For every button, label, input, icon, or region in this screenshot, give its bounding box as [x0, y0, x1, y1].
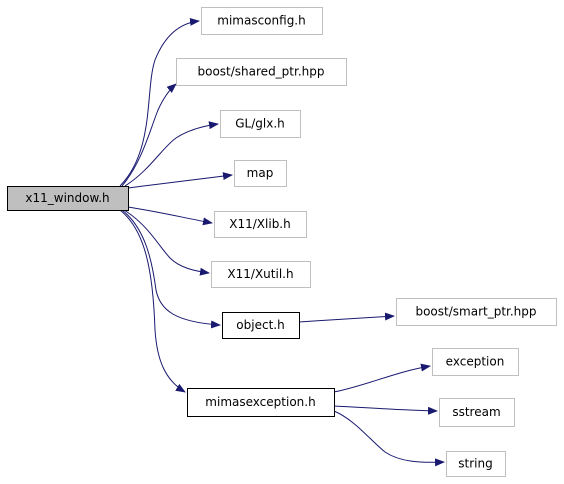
node-label-xlib: X11/Xlib.h — [229, 217, 290, 231]
node-box-sstream — [439, 398, 515, 427]
node-mimasconfig: mimasconfig.h — [201, 7, 323, 35]
edge-mimasexception-to-sstream — [333, 405, 438, 415]
edge-object-to-smart_ptr — [298, 312, 395, 323]
node-box-x11_window — [7, 186, 129, 211]
node-label-smart_ptr: boost/smart_ptr.hpp — [415, 305, 536, 319]
node-label-exception: exception — [446, 355, 505, 369]
node-object[interactable]: object.h — [222, 312, 300, 339]
node-label-xutil: X11/Xutil.h — [227, 267, 293, 281]
node-box-mimasconfig — [201, 7, 323, 35]
node-box-smart_ptr — [396, 298, 557, 326]
node-box-mimasexception — [187, 388, 335, 417]
node-box-object — [222, 312, 300, 339]
edge-x11_window-to-object — [121, 209, 221, 329]
edge-x11_window-to-glx — [124, 121, 219, 187]
node-sstream: sstream — [439, 398, 515, 427]
edge-mimasexception-to-exception — [333, 363, 431, 393]
edge-x11_window-to-map — [127, 172, 233, 189]
edge-x11_window-to-mimasexception — [119, 209, 186, 393]
node-label-shared_ptr: boost/shared_ptr.hpp — [198, 65, 325, 79]
node-shared_ptr: boost/shared_ptr.hpp — [176, 58, 347, 86]
node-glx: GL/glx.h — [220, 110, 301, 138]
node-label-object: object.h — [236, 318, 284, 332]
node-smart_ptr: boost/smart_ptr.hpp — [396, 298, 557, 326]
node-box-string — [446, 451, 506, 477]
node-box-exception — [432, 348, 519, 376]
node-label-mimasexception: mimasexception.h — [205, 395, 315, 409]
node-box-xutil — [211, 261, 311, 288]
node-string: string — [446, 451, 506, 477]
node-map: map — [234, 160, 287, 187]
edge-x11_window-to-xutil — [123, 209, 210, 276]
node-x11_window[interactable]: x11_window.h — [7, 186, 129, 211]
edge-mimasexception-to-string — [333, 410, 445, 467]
node-layer: x11_window.h mimasconfig.h boost/shared_pt… — [7, 7, 557, 477]
node-box-xlib — [214, 211, 307, 238]
node-exception: exception — [432, 348, 519, 376]
node-mimasexception[interactable]: mimasexception.h — [187, 388, 335, 417]
node-label-mimasconfig: mimasconfig.h — [217, 14, 305, 28]
node-xutil: X11/Xutil.h — [211, 261, 311, 288]
node-box-glx — [220, 110, 301, 138]
edge-x11_window-to-mimasconfig — [119, 17, 200, 187]
node-label-glx: GL/glx.h — [235, 117, 285, 131]
node-xlib: X11/Xlib.h — [214, 211, 307, 238]
node-box-map — [234, 160, 287, 187]
edge-x11_window-to-shared_ptr — [121, 83, 177, 187]
node-box-shared_ptr — [176, 58, 347, 86]
node-label-x11_window: x11_window.h — [25, 191, 109, 205]
edge-layer — [119, 17, 445, 467]
node-label-sstream: sstream — [452, 405, 500, 419]
edge-x11_window-to-xlib — [127, 206, 213, 226]
node-label-map: map — [247, 166, 274, 180]
node-label-string: string — [458, 457, 492, 471]
